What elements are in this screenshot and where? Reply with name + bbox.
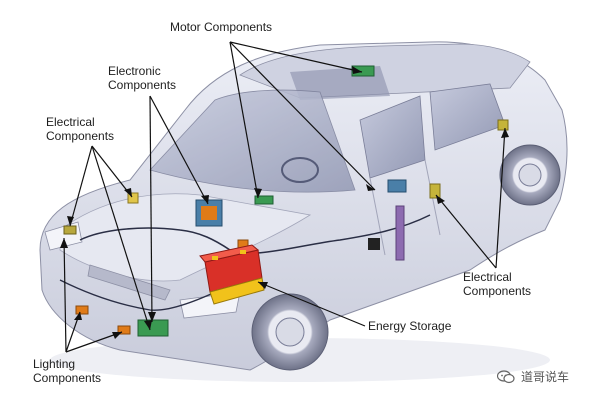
electrical-left-line2: Components (46, 129, 115, 143)
pointer-arrowheads (60, 66, 509, 339)
electronic-label-line1: Electronic (108, 64, 161, 78)
front-sensor-component (63, 225, 77, 235)
battery (199, 244, 265, 305)
fuse-box-component (127, 192, 139, 204)
door-module (395, 205, 405, 261)
window-switch (368, 238, 380, 250)
motor-components-label: Motor Components (170, 20, 272, 34)
door-motor-component (387, 179, 407, 193)
electrical-left-line1: Electrical (46, 115, 95, 129)
watermark: 道哥说车 (497, 368, 569, 385)
electrical-right-line1: Electrical (463, 270, 512, 284)
mirror-component (497, 119, 509, 131)
electronic-components-label: Electronic Components (108, 64, 176, 92)
wiring-harness-lower (59, 279, 231, 311)
lighting-label-line1: Lighting (33, 357, 76, 371)
pointer-lines (63, 41, 506, 353)
electronic-label-line2: Components (108, 78, 177, 92)
dash-component (254, 195, 274, 205)
energy-storage-text: Energy Storage (368, 319, 452, 333)
watermark-text: 道哥说车 (521, 370, 570, 384)
rear-wheel-hub (518, 163, 542, 187)
motor-components-text: Motor Components (170, 20, 273, 34)
front-light-component-2 (117, 325, 131, 335)
chat-bubble-icon (497, 369, 515, 383)
electrical-components-right-label: Electrical Components (463, 270, 531, 298)
windshield (149, 89, 356, 193)
lower-electronic-component (137, 319, 169, 337)
front-wheel-hub (275, 317, 305, 347)
electrical-components-left-label: Electrical Components (46, 115, 114, 143)
front-light-component (75, 305, 89, 315)
grille (87, 264, 171, 301)
roof-motor-component (351, 65, 375, 77)
energy-storage-label: Energy Storage (368, 319, 451, 333)
lighting-label-line2: Components (33, 371, 102, 385)
steering-wheel (281, 157, 319, 183)
electrical-right-line2: Components (463, 284, 532, 298)
ecu-chip (201, 206, 217, 220)
lighting-components-label: Lighting Components (33, 357, 101, 385)
rear-electrical-component (429, 183, 441, 199)
